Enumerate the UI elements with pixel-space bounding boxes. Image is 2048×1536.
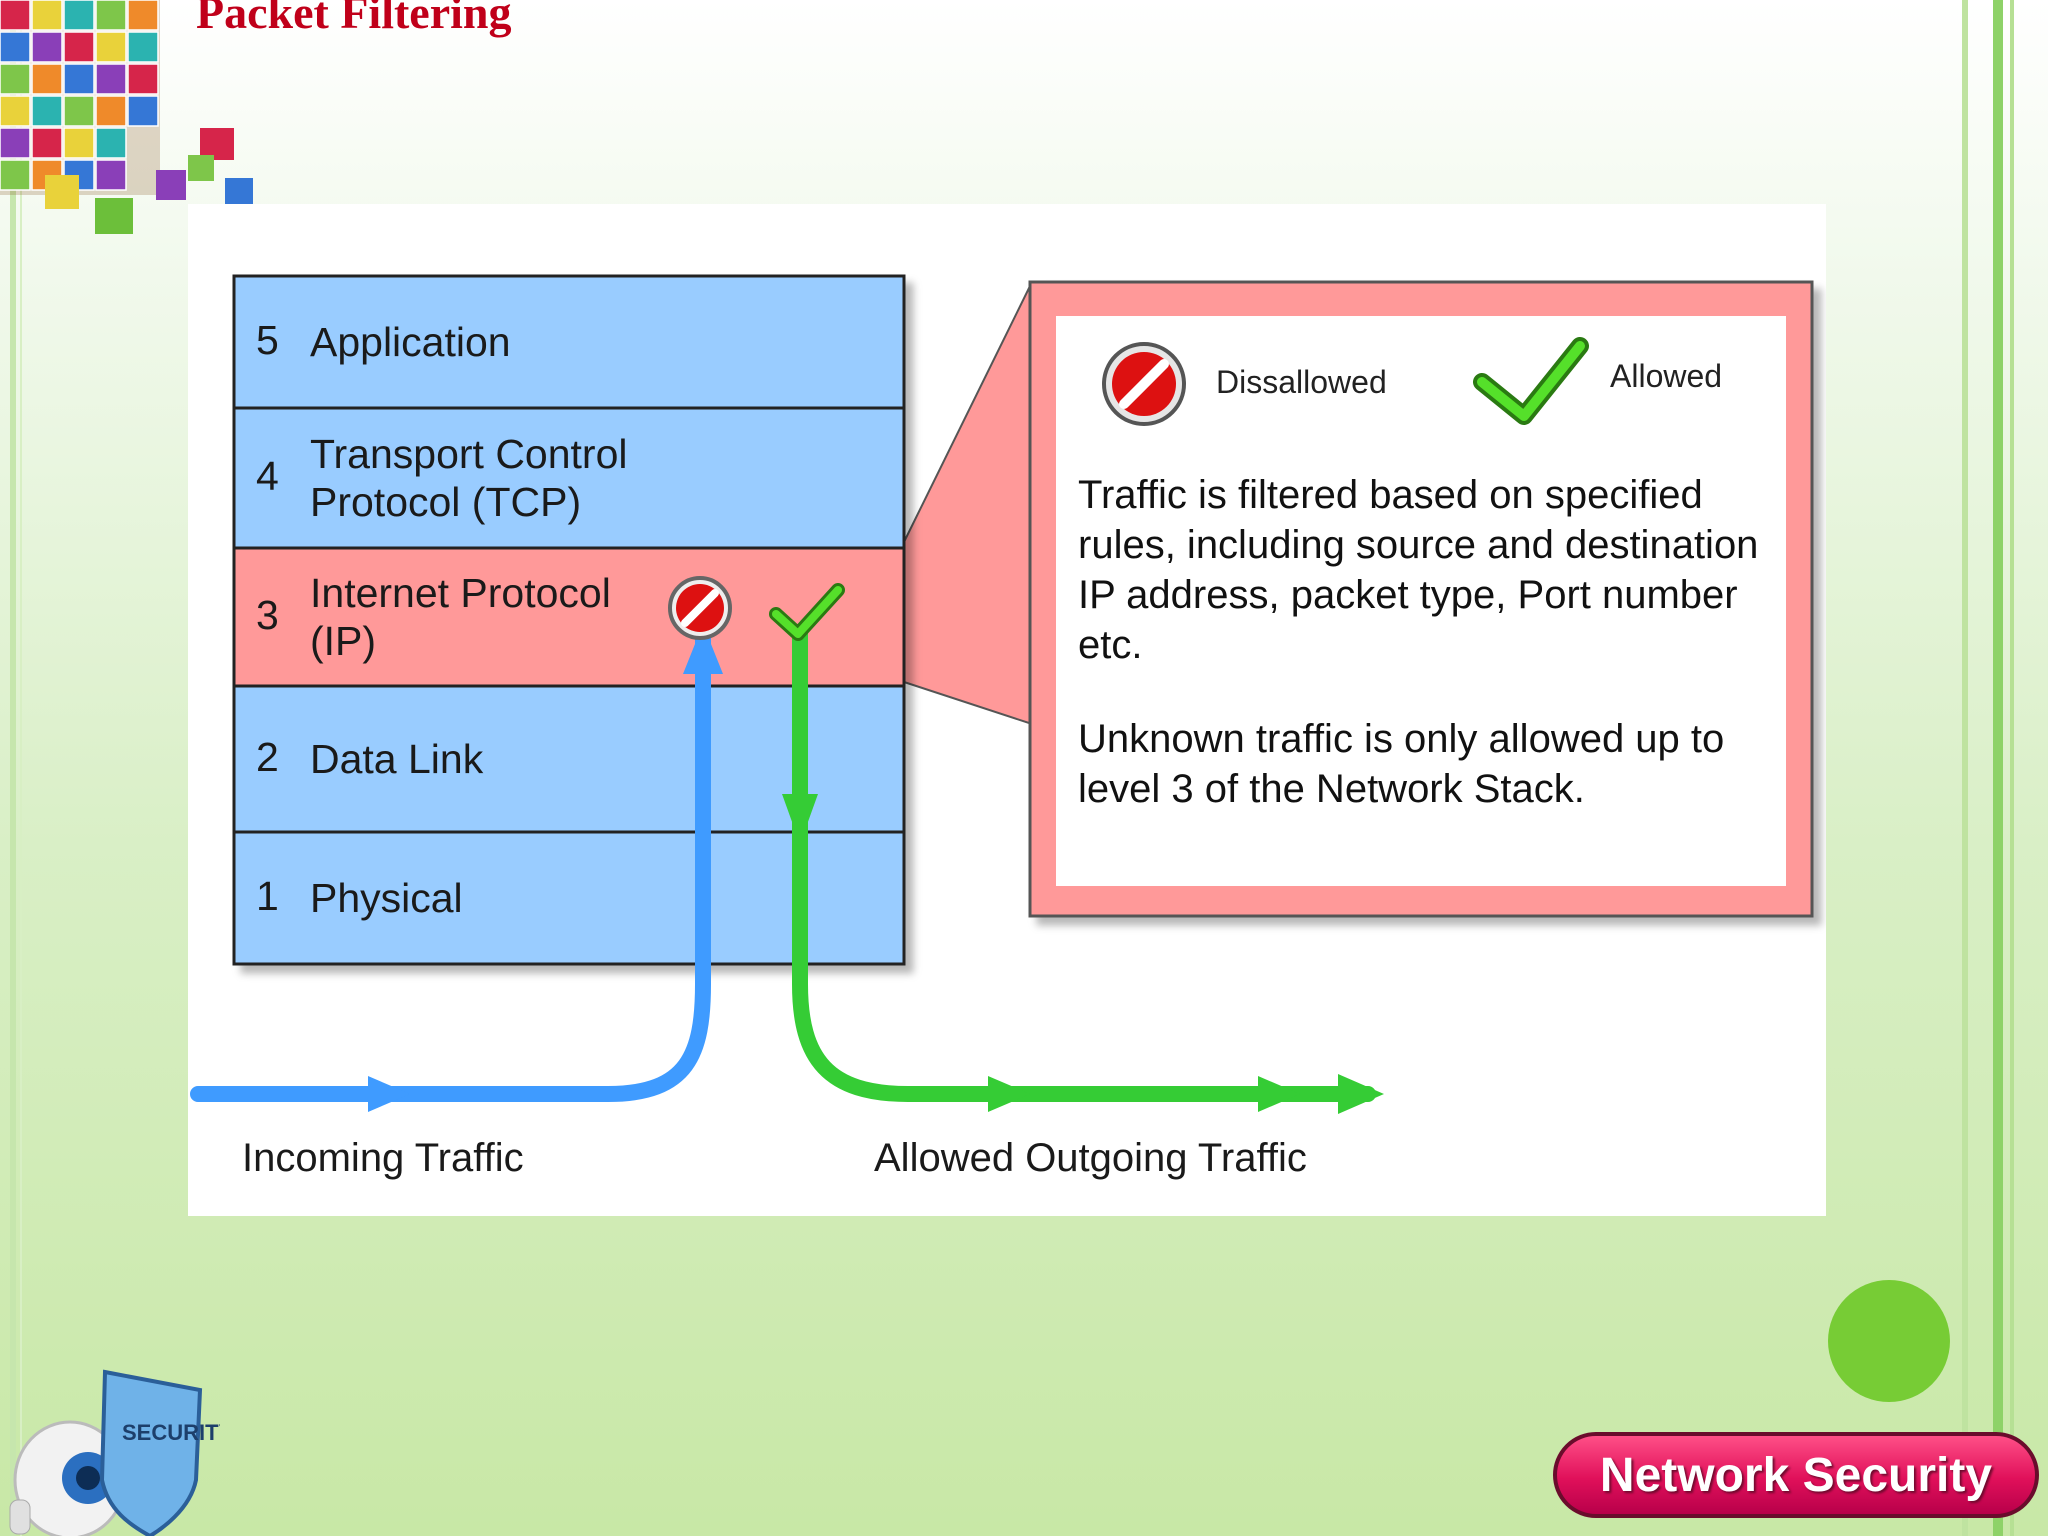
legend-disallowed-label: Dissallowed xyxy=(1216,364,1387,400)
outgoing-arrowhead-1 xyxy=(988,1076,1030,1112)
legend-no-entry-icon xyxy=(1102,342,1186,426)
outgoing-arrowhead-3 xyxy=(1338,1074,1384,1114)
callout-paragraph-1: Traffic is filtered based on specified r… xyxy=(1078,473,1759,667)
incoming-arrowhead-up xyxy=(683,624,723,674)
svg-text:SECURITY: SECURITY xyxy=(122,1420,220,1445)
stack-layer-5 xyxy=(232,274,906,410)
layer-number: 2 xyxy=(256,734,279,780)
slide-title: Packet Filtering xyxy=(196,0,512,38)
callout-paragraph-2: Unknown traffic is only allowed up to le… xyxy=(1078,717,1725,811)
layer-name: Data Link xyxy=(310,736,484,782)
left-rail xyxy=(10,0,16,1536)
diagram-graphics xyxy=(190,274,1814,1114)
right-rail-dark xyxy=(1993,0,2003,1536)
right-rail-inner xyxy=(2010,0,2014,1536)
layer-number: 5 xyxy=(256,317,279,363)
cube-cluster-icon xyxy=(0,0,253,234)
incoming-traffic-label: Incoming Traffic xyxy=(242,1136,524,1180)
security-robot-icon: SECURITY xyxy=(9,1369,220,1536)
left-rail-inner xyxy=(20,0,22,1536)
network-security-badge: Network Security xyxy=(1553,1432,2039,1518)
stack-layer-4 xyxy=(232,406,906,550)
layer-number: 3 xyxy=(256,592,279,638)
layer-number: 4 xyxy=(256,453,279,499)
incoming-traffic-arrow xyxy=(190,626,711,1102)
outgoing-arrowhead-down xyxy=(782,794,818,844)
layer-name: Application xyxy=(310,319,511,365)
outgoing-arrowhead-2 xyxy=(1258,1076,1300,1112)
outgoing-traffic-label: Allowed Outgoing Traffic xyxy=(874,1136,1307,1180)
right-rail xyxy=(1962,0,1968,1536)
layer-name: Transport Control Protocol (TCP) xyxy=(310,431,628,525)
layer-name: Internet Protocol (IP) xyxy=(310,570,611,664)
callout-box xyxy=(1056,316,1786,886)
packet-filtering-diagram: 5 Application 4 Transport Control Protocol … xyxy=(188,204,1826,1216)
incoming-arrowhead-1 xyxy=(368,1076,410,1112)
layer-number: 1 xyxy=(256,873,279,919)
legend-allowed-label: Allowed xyxy=(1610,358,1723,394)
callout-pointer xyxy=(903,281,1033,726)
accent-dot xyxy=(1828,1280,1950,1402)
outgoing-traffic-arrow xyxy=(792,626,1376,1102)
layer-name: Physical xyxy=(310,875,463,921)
no-entry-icon xyxy=(668,576,732,640)
